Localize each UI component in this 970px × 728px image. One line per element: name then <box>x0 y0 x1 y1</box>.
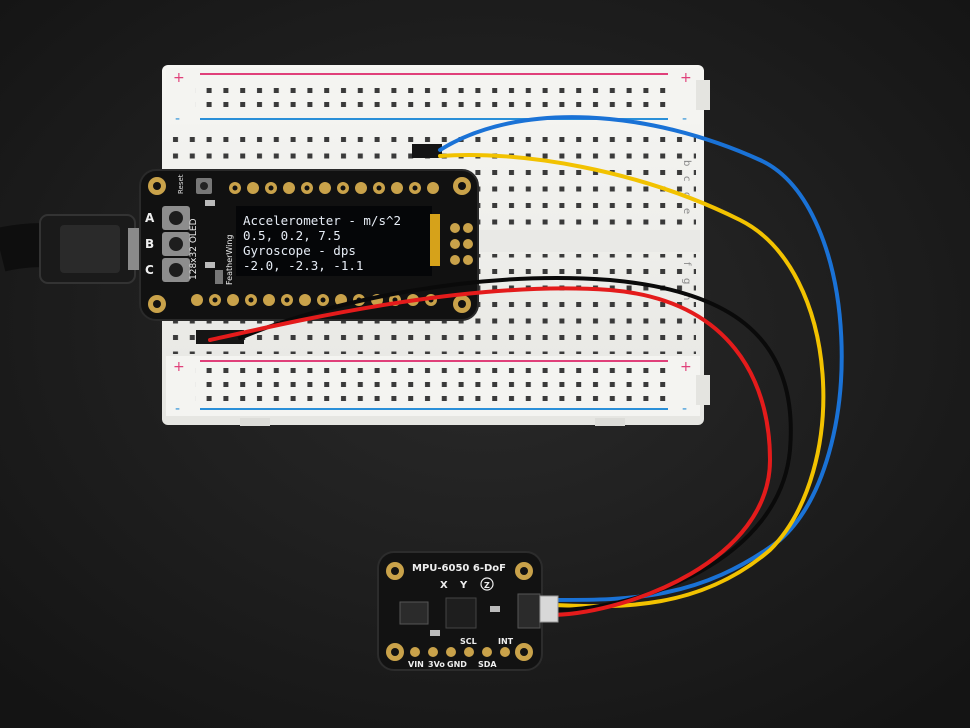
button-b-label: B <box>145 237 154 251</box>
row-letter-g: g <box>681 278 692 284</box>
oled-line-3: Gyroscope - dps <box>243 243 356 258</box>
rail-bottom-left-plus: + <box>173 359 185 375</box>
axis-z-label: Z <box>484 581 490 590</box>
rail-top-left-plus: + <box>173 70 185 86</box>
oled-featherwing: Reset A B C 128x32 OLED FeatherWing Acce… <box>139 169 479 321</box>
axis-x-label: X <box>440 580 448 591</box>
button-reset <box>196 178 212 194</box>
wire-blue <box>438 115 844 602</box>
pin-int-label: INT <box>498 637 514 646</box>
row-letter-c: c <box>681 176 692 182</box>
stemma-connector <box>539 595 559 623</box>
rail-bottom-right-plus: + <box>680 359 692 375</box>
rail-bottom-right-minus: - <box>682 401 687 417</box>
oled-line-2: 0.5, 0.2, 7.5 <box>243 228 341 243</box>
row-letter-b: b <box>681 160 692 166</box>
pin-sda-label: SDA <box>478 660 497 669</box>
button-c-label: C <box>145 263 154 277</box>
rail-top-right-plus: + <box>680 70 692 86</box>
wire-red <box>208 286 773 617</box>
reset-label: Reset <box>177 174 185 194</box>
size-label: 128x32 OLED <box>189 218 199 280</box>
button-a-label: A <box>145 211 155 225</box>
oled-display <box>236 206 432 276</box>
brand-label: FeatherWing <box>225 234 234 285</box>
wires <box>208 115 844 617</box>
button-c <box>162 258 190 282</box>
rail-bottom-left-minus: - <box>175 401 180 417</box>
oled-line-4: -2.0, -2.3, -1.1 <box>243 258 363 273</box>
pin-vin-label: VIN <box>408 660 424 669</box>
oled-line-1: Accelerometer - m/s^2 <box>243 213 401 228</box>
pin-scl-label: SCL <box>460 637 477 646</box>
wire-yellow <box>438 152 826 609</box>
rail-top-left-minus: - <box>175 111 180 127</box>
axis-y-label: Y <box>459 580 468 591</box>
row-letter-h: h <box>681 294 692 300</box>
row-letter-f: f <box>681 262 692 266</box>
button-a <box>162 206 190 230</box>
button-b <box>162 232 190 256</box>
pin-gnd-label: GND <box>447 660 467 669</box>
mpu6050-breakout: MPU-6050 6-DoF X Y Z SCL INT VIN 3Vo GND… <box>377 551 559 671</box>
sensor-title: MPU-6050 6-DoF <box>412 563 506 574</box>
top-connector <box>412 144 442 158</box>
row-letter-e: e <box>681 208 692 214</box>
wire-black <box>238 276 793 612</box>
mpu-chip <box>445 597 477 629</box>
rail-top-right-minus: - <box>682 111 687 127</box>
pin-3vo-label: 3Vo <box>428 660 445 669</box>
